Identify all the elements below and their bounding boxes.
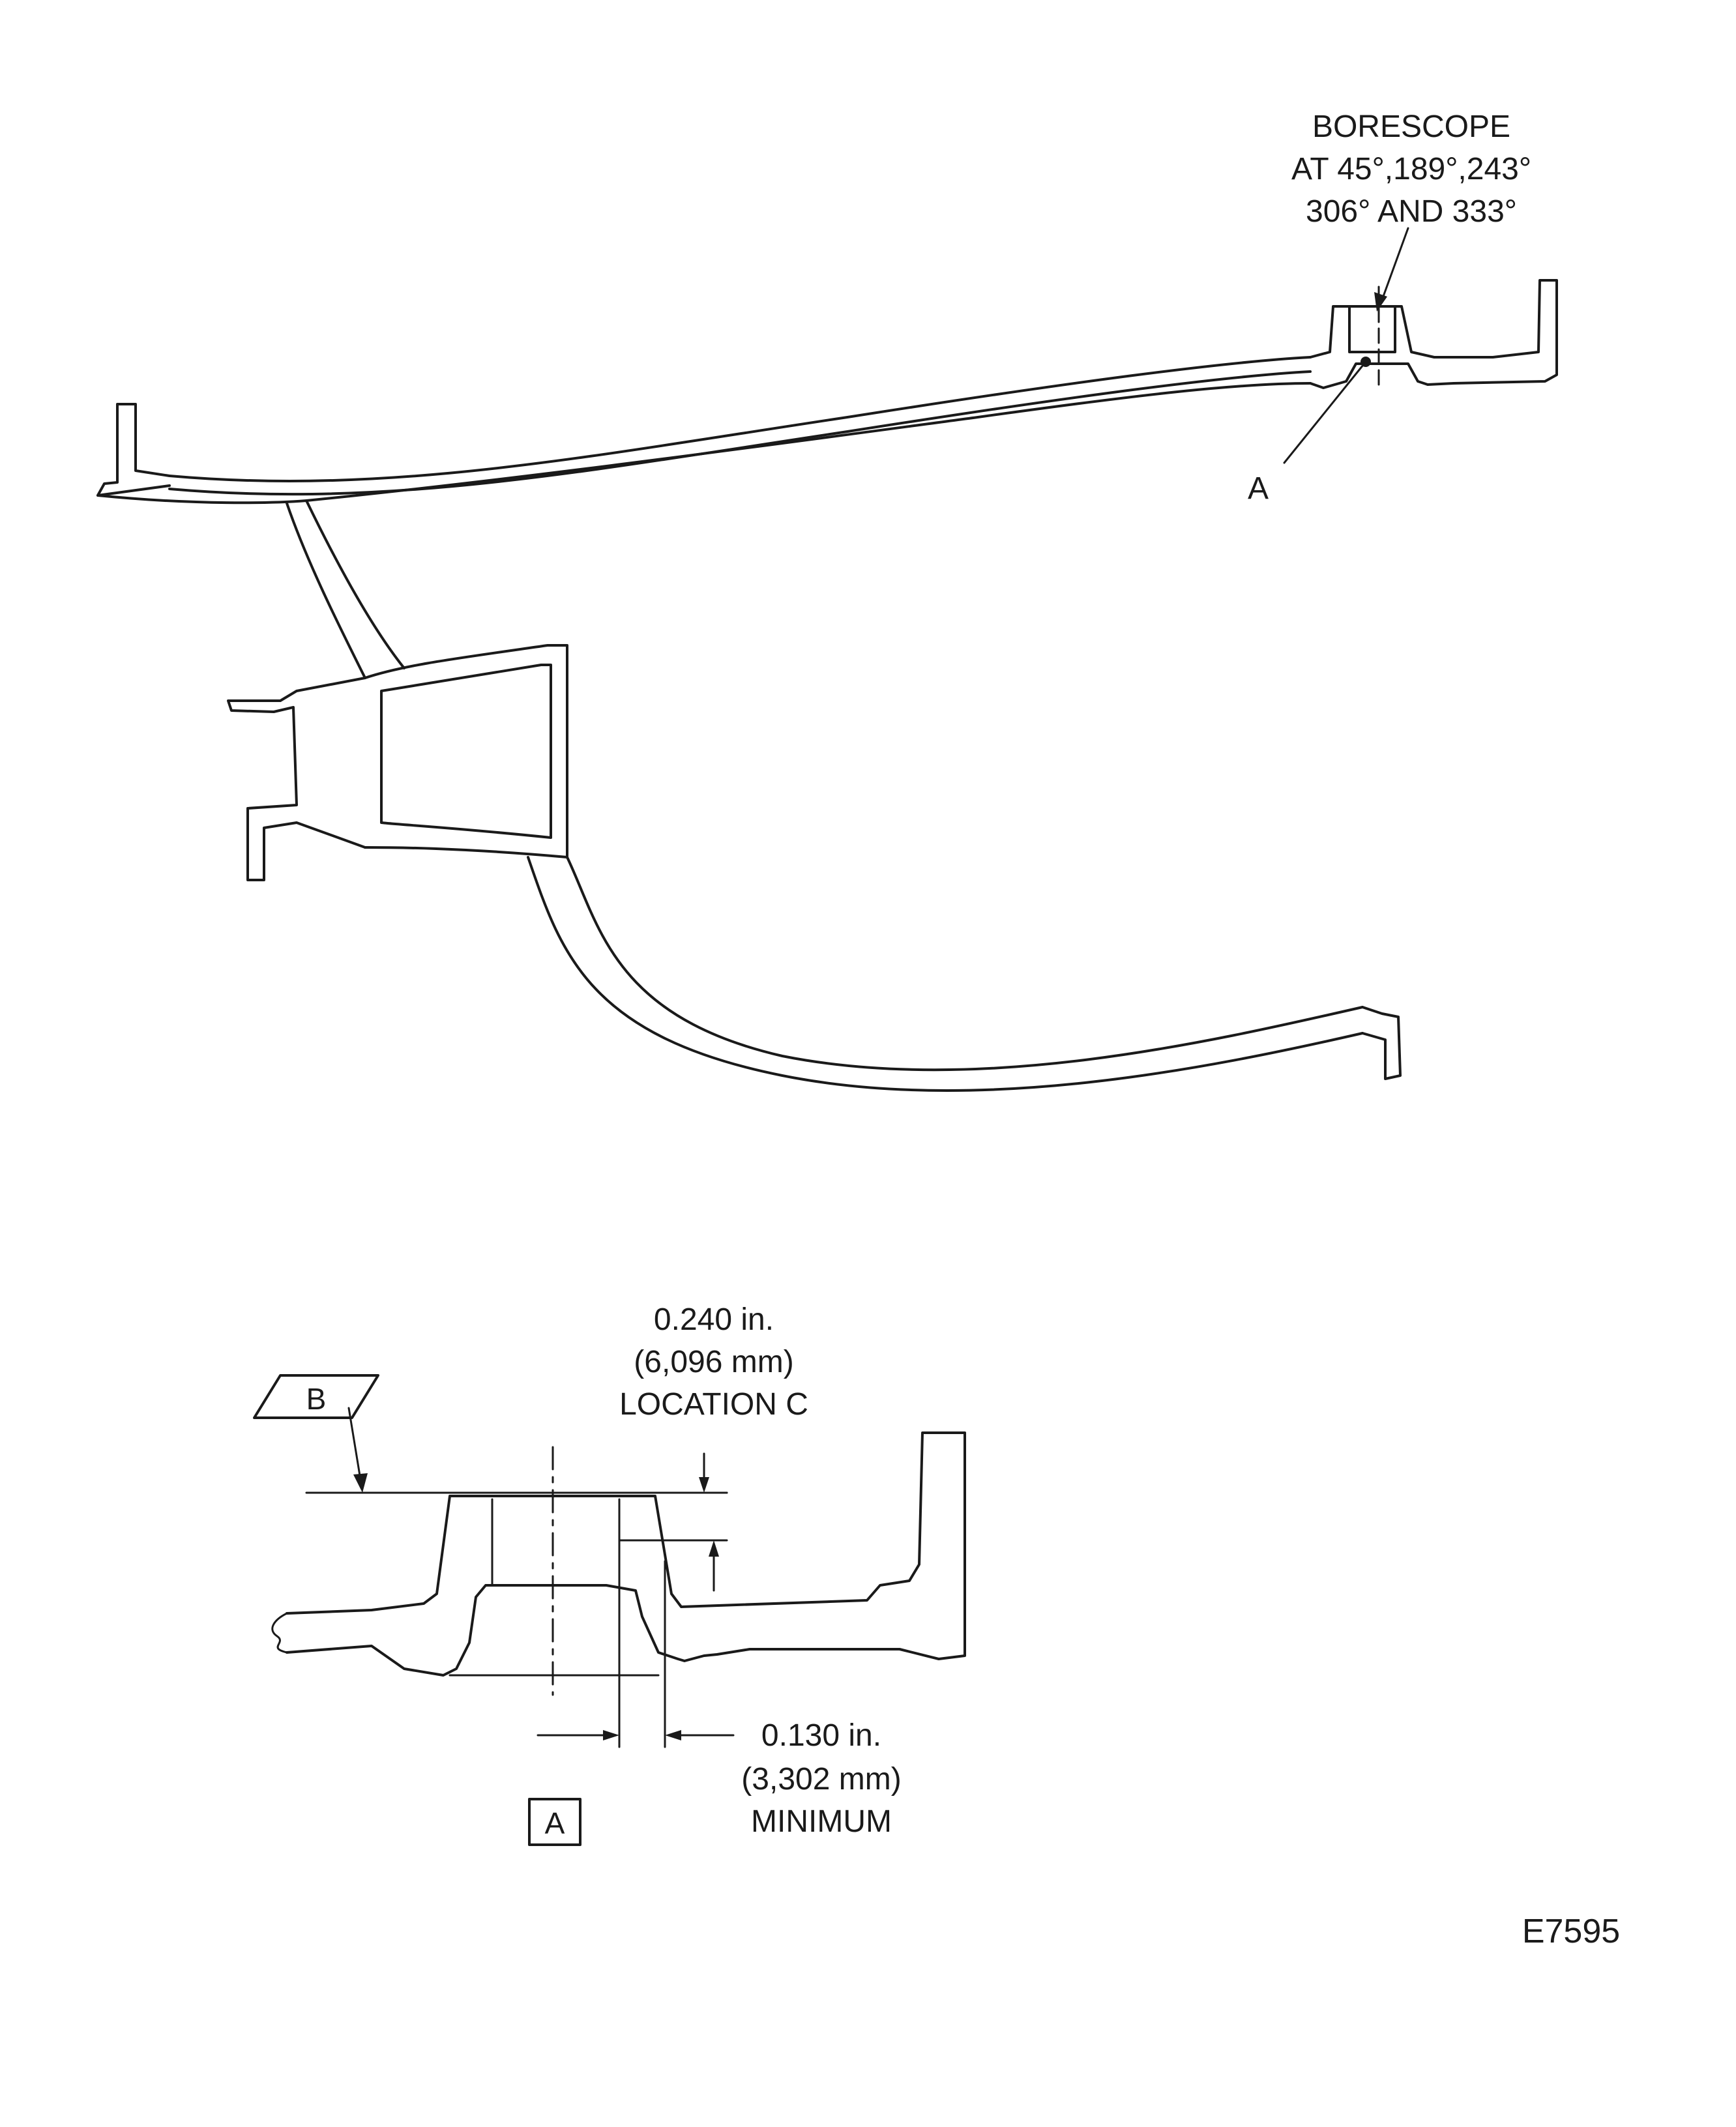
dim-130-arrowhead-right [665, 1730, 681, 1740]
detail-a-leader [1283, 360, 1367, 464]
detail-bore [491, 1498, 621, 1587]
borescope-label-line3: 306° AND 333° [1306, 194, 1517, 229]
borescope-hole-inner [1348, 305, 1396, 353]
borescope-leader [1381, 227, 1409, 301]
hub-box-inner [380, 664, 552, 839]
dim-130-line2: (3,302 mm) [741, 1762, 901, 1797]
dim-240-arrowhead-bottom [709, 1540, 719, 1557]
detail-a-dot [1361, 357, 1371, 367]
hub-box-outer [364, 644, 568, 858]
case-cross-section [96, 279, 1558, 1092]
lower-right-flange [1361, 1006, 1402, 1080]
borescope-label-line2: AT 45°,189°,243° [1291, 152, 1531, 186]
datum-b-letter: B [306, 1382, 327, 1416]
left-top-flange [96, 403, 171, 497]
detail-a [253, 1374, 966, 1846]
upper-shell-outer [168, 356, 1312, 482]
dim-240-line2: (6,096 mm) [634, 1345, 793, 1379]
view-a-box [528, 1798, 581, 1846]
figure-id: E7595 [1522, 1913, 1620, 1950]
datum-b-arrowhead [353, 1473, 368, 1493]
upper-shell-inner [168, 370, 1312, 496]
detail-a-callout: A [1248, 471, 1269, 506]
borescope-arrowhead [1374, 292, 1387, 312]
dim-130-line1: 0.130 in. [761, 1718, 881, 1753]
dim-130-arrowhead-left [603, 1730, 619, 1740]
dim-240-line1: 0.240 in. [654, 1302, 774, 1337]
upper-shell-bottom [96, 382, 1312, 505]
borescope-boss [1309, 279, 1558, 389]
strut [286, 499, 405, 679]
left-hub-flange [227, 677, 366, 881]
lower-shell-inner [527, 856, 1364, 1092]
dim-240-line3: LOCATION C [619, 1387, 808, 1422]
borescope-label-line1: BORESCOPE [1312, 110, 1510, 144]
detail-profile [286, 1431, 966, 1677]
detail-left-break [271, 1612, 288, 1654]
lower-shell-outer [566, 856, 1364, 1072]
datum-b-box [253, 1374, 379, 1419]
view-a-letter: A [545, 1806, 565, 1840]
dim-130-line3: MINIMUM [751, 1804, 892, 1839]
dim-240-arrowhead-top [699, 1477, 709, 1493]
